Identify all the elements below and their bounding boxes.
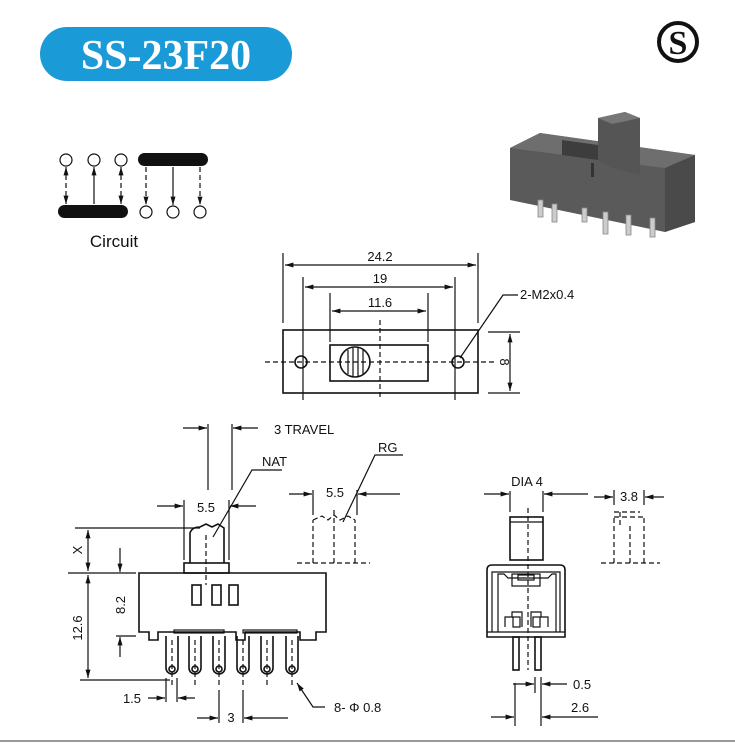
- dim-rg-width-end: 3.8: [620, 489, 638, 504]
- dim-hole-spacing: 19: [373, 271, 387, 286]
- pins: [165, 636, 299, 675]
- model-title: SS-23F20: [81, 33, 251, 79]
- model-title-pill: SS-23F20: [40, 27, 292, 81]
- top-view-drawing: 24.2 19 11.6 8 2-M2x0.4: [265, 249, 574, 400]
- dim-width: 8: [497, 358, 512, 365]
- svg-text:S: S: [669, 25, 688, 62]
- rg-label: RG: [378, 440, 398, 455]
- dim-pin-pitch: 3: [227, 710, 234, 725]
- dim-actuator-width: 5.5: [197, 500, 215, 515]
- dim-total-height: 12.6: [70, 615, 85, 640]
- side-view-drawing: 3 TRAVEL 5.5 NAT 5.5 RG X 12.6 8.2 1.5: [68, 422, 403, 725]
- brand-logo-icon: S: [657, 21, 699, 63]
- dim-pin-spacing: 2.6: [571, 700, 589, 715]
- end-view-drawing: DIA 4 3.8 0.5 2.6: [484, 474, 664, 726]
- dim-rg-width: 5.5: [326, 485, 344, 500]
- circuit-label: Circuit: [90, 232, 138, 251]
- dim-actuator-dia: DIA 4: [511, 474, 543, 489]
- dim-pin-thickness: 0.5: [573, 677, 591, 692]
- pin-note: 8- Φ 0.8: [334, 700, 381, 715]
- dim-pin-offset: 1.5: [123, 691, 141, 706]
- product-photo: [510, 112, 695, 238]
- hole-note: 2-M2x0.4: [520, 287, 574, 302]
- dim-slot-length: 11.6: [368, 295, 392, 310]
- circuit-diagram: Circuit: [58, 153, 208, 251]
- dim-x: X: [70, 545, 85, 554]
- nat-label: NAT: [262, 454, 287, 469]
- travel-label: 3 TRAVEL: [274, 422, 334, 437]
- dim-overall-length: 24.2: [367, 249, 392, 264]
- dim-body-height: 8.2: [113, 596, 128, 614]
